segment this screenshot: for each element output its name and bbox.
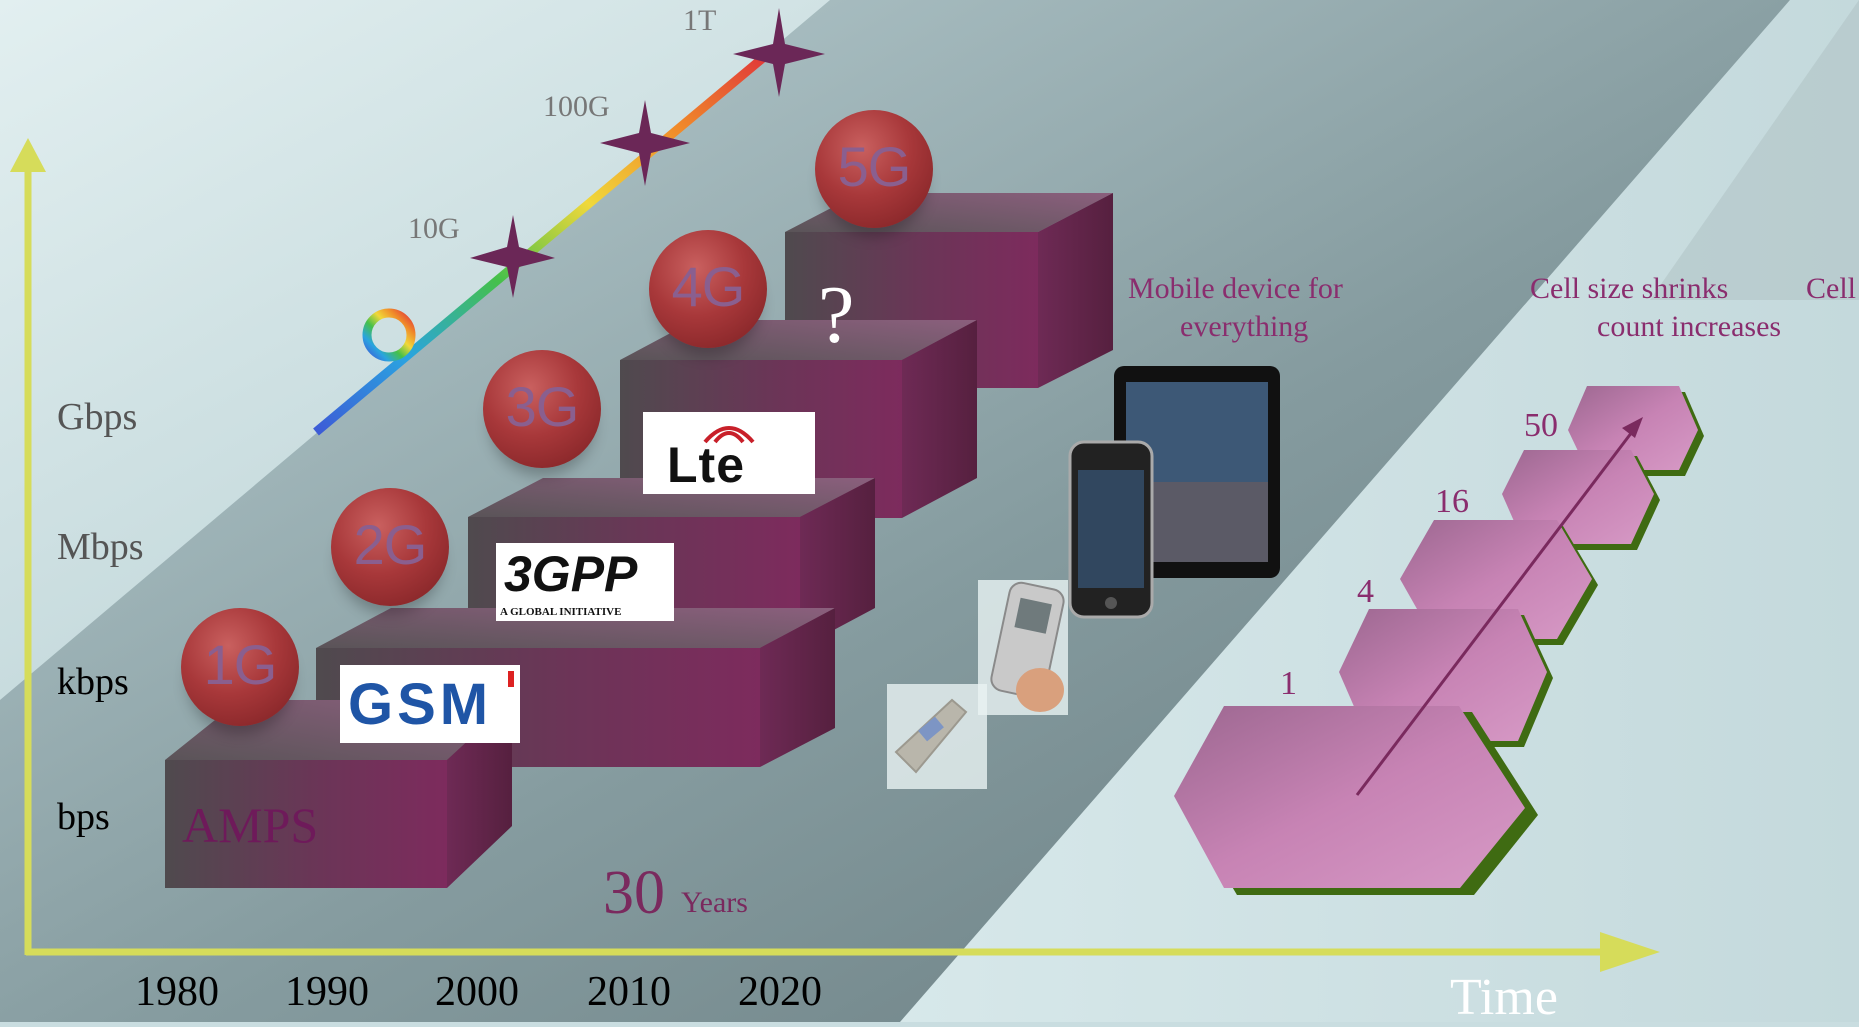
x-label-1990: 1990 [285,969,369,1015]
iphone-picture [1068,440,1154,619]
3gpp-logo: 3GPP A GLOBAL INITIATIVE [496,543,674,621]
cell-caption-line1: Cell size shrinks [1530,272,1729,305]
speed-1t-label: 1T [683,4,717,37]
x-label-1980: 1980 [135,969,219,1015]
y-label-kbps: kbps [57,661,129,703]
feature-phone-picture [978,580,1068,715]
sphere-1g: 1G [181,608,299,726]
generation-label: 1G [203,633,278,696]
sphere-5g: 5G [815,110,933,228]
generation-label: 2G [353,513,428,576]
x-label-2020: 2020 [738,969,822,1015]
generation-label: 3G [505,375,580,438]
cell-count-4: 4 [1357,573,1374,610]
generation-label: 4G [671,255,746,318]
sphere-4g: 4G [649,230,767,348]
old-phone-picture [887,684,987,789]
y-label-bps: bps [57,796,110,838]
lte-logo: Lte [643,412,815,494]
cell-count-16: 16 [1435,483,1469,520]
x-axis-title: Time [1450,969,1558,1026]
unknown-standard-mark: ? [818,269,855,360]
star-100g [600,100,690,186]
star-10g [470,215,555,298]
gsm-logo-text: GSM [348,672,493,737]
device-caption-line2: everything [1180,310,1309,343]
device-caption-line1: Mobile device for [1128,272,1343,305]
span-number: 30 [603,859,665,927]
3gpp-logo-text: 3GPP [504,546,638,602]
signal-waves-icon [703,426,755,444]
cell-count-50: 50 [1524,407,1558,444]
amps-label: AMPS [182,797,319,853]
cell-caption-line2: count increases [1597,310,1782,343]
lte-logo-text: Lte [667,437,745,493]
sphere-2g: 2G [331,488,449,606]
star-1t [733,8,825,97]
cell-caption-line1b: Cell [1806,272,1856,305]
3gpp-tagline: A GLOBAL INITIATIVE [500,606,622,618]
y-label-gbps: Gbps [57,396,138,438]
x-label-2010: 2010 [587,969,671,1015]
sphere-3g: 3G [483,350,601,468]
gsm-logo: GSM [340,665,520,743]
speed-100g-label: 100G [543,90,610,123]
cell-hex-base [1174,706,1538,895]
speed-10g-label: 10G [408,212,460,245]
generation-label: 5G [837,135,912,198]
cell-count-1: 1 [1280,665,1297,702]
x-label-2000: 2000 [435,969,519,1015]
span-unit: Years [681,886,748,919]
y-label-mbps: Mbps [57,526,144,568]
